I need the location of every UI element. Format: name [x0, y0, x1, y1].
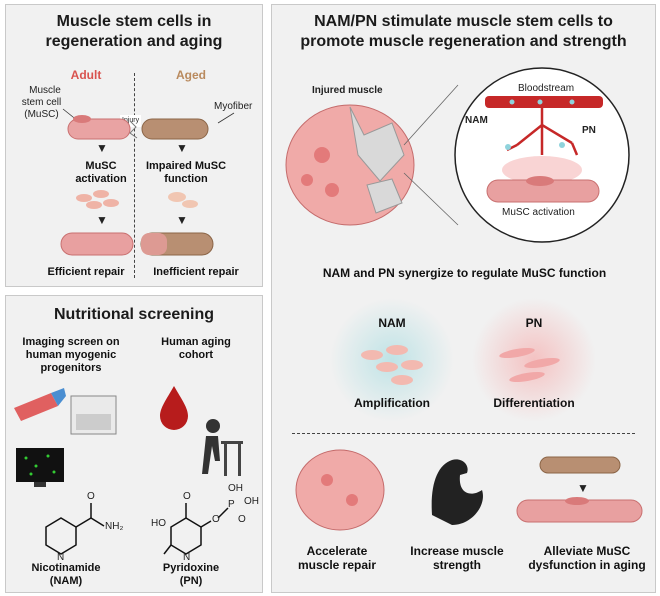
imaging-line2: human myogenic — [25, 349, 117, 361]
impaired-line2: function — [164, 173, 208, 185]
accelerate-line1: Accelerate — [306, 544, 368, 558]
injured-muscle-label: Injured muscle — [312, 85, 383, 96]
monitor-icon — [16, 448, 64, 487]
panel1-title-line2: regeneration and aging — [45, 33, 223, 50]
pn-zoom-label: PN — [582, 125, 596, 136]
bloodstream-label: Bloodstream — [518, 83, 575, 94]
myofiber-label: Myofiber — [214, 101, 253, 112]
cohort-line2: cohort — [178, 349, 214, 361]
aged-label: Aged — [176, 68, 206, 82]
myofiber-top — [62, 108, 235, 140]
flask-icon — [14, 388, 66, 421]
efficient-repair: Efficient repair — [47, 266, 125, 278]
panel-nutritional-screening: Nutritional screening Imaging screen on … — [5, 295, 263, 593]
adult-label: Adult — [70, 68, 102, 82]
alleviate-line1: Alleviate MuSC — [543, 544, 631, 558]
elderly-walker-icon — [202, 419, 243, 476]
nam-abbr-label: (NAM) — [49, 575, 83, 587]
activation-line1: MuSC — [85, 160, 117, 172]
pyridoxine-o-ester: O — [212, 514, 220, 525]
pyridoxine-oh-1: OH — [228, 483, 243, 494]
arrow-adult-1: ▼ — [96, 141, 108, 155]
musc-label-line2: stem cell — [21, 97, 62, 108]
musc-activation-label: MuSC activation — [502, 207, 575, 218]
pyridoxine-oh-2: OH — [244, 496, 259, 507]
arrow-adult-2: ▼ — [96, 213, 108, 227]
pn-circle — [472, 298, 596, 422]
imaging-line1: Imaging screen on — [22, 336, 120, 348]
impaired-line1: Impaired MuSC — [145, 160, 227, 172]
nicotinamide-nh2: NH₂ — [105, 521, 124, 532]
accelerate-line2: muscle repair — [297, 558, 377, 572]
inefficient-repair: Inefficient repair — [153, 266, 239, 278]
cohort-line1: Human aging — [161, 336, 231, 348]
panel3-title-line2: promote muscle regeneration and strength — [300, 33, 627, 50]
panel3-title-line1: NAM/PN stimulate muscle stem cells to — [314, 13, 613, 30]
increase-line1: Increase muscle — [410, 544, 504, 558]
nicotinamide-label: Nicotinamide — [31, 562, 101, 574]
musc-label-line1: Muscle — [29, 85, 61, 96]
divider-horizontal — [292, 433, 635, 434]
panel2-title: Nutritional screening — [53, 306, 215, 323]
injured-muscle-illustration — [285, 84, 459, 226]
healthy-fibers-illustration: ▼ — [516, 456, 643, 523]
nicotinamide-o: O — [87, 491, 95, 502]
pyridoxine-o-top: O — [183, 491, 191, 502]
differentiation-label: Differentiation — [493, 396, 575, 410]
pyridoxine-n: N — [183, 552, 191, 563]
nam-zoom-label: NAM — [465, 115, 488, 126]
panel1-title-line1: Muscle stem cells in — [56, 13, 212, 30]
imaging-line3: progenitors — [40, 362, 102, 374]
svg-text:▼: ▼ — [577, 481, 589, 495]
musc-label-line3: (MuSC) — [24, 109, 59, 120]
pyridoxine-structure — [163, 503, 229, 555]
pyridoxine-p: P — [228, 499, 235, 510]
activation-line2: activation — [75, 173, 127, 185]
pyridoxine-label: Pyridoxine — [162, 562, 220, 574]
arrow-aged-2: ▼ — [176, 213, 188, 227]
nicotinamide-n: N — [57, 552, 65, 563]
alleviate-line2: dysfunction in aging — [528, 558, 646, 572]
pyridoxine-ho: HO — [151, 518, 166, 529]
repaired-muscle-illustration — [295, 449, 385, 531]
blood-drop-icon — [160, 386, 188, 430]
synergize-label: NAM and PN synergize to regulate MuSC fu… — [322, 266, 607, 280]
myofiber-bottom — [60, 232, 214, 256]
flexed-arm-icon — [431, 459, 483, 525]
increase-line2: strength — [433, 558, 481, 572]
divider-dashed — [134, 73, 135, 278]
nam-circle-label: NAM — [378, 316, 406, 330]
pyridoxine-o-3: O — [238, 514, 246, 525]
panel-regeneration-aging: Muscle stem cells in regeneration and ag… — [5, 4, 263, 287]
cells-adult — [76, 190, 198, 209]
nicotinamide-structure — [45, 503, 105, 555]
nam-circle — [330, 298, 454, 422]
arrow-aged-1: ▼ — [176, 141, 188, 155]
pn-circle-label: PN — [525, 316, 543, 330]
zoom-circle — [454, 67, 630, 243]
imager-icon — [70, 395, 117, 435]
amplification-label: Amplification — [353, 396, 430, 410]
pn-abbr-label: (PN) — [179, 575, 203, 587]
panel-nam-pn-stimulate: NAM/PN stimulate muscle stem cells to pr… — [271, 4, 656, 593]
